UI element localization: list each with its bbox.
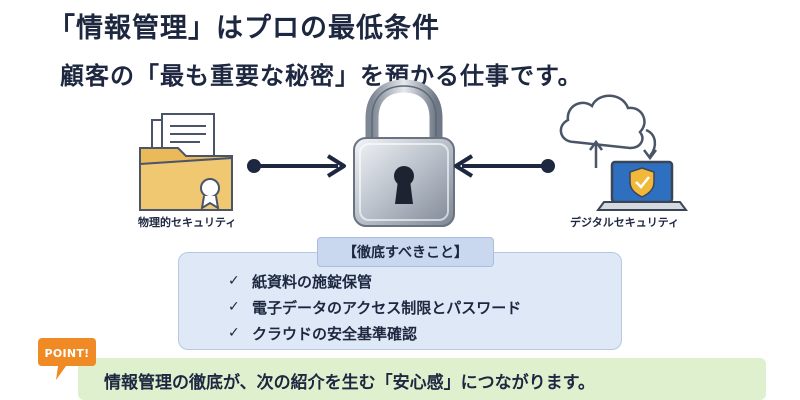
list-item-text: 紙資料の施錠保管 [252, 272, 373, 291]
point-text: 情報管理の徹底が、次の紹介を生む「安心感」につながります。 [104, 373, 595, 393]
list-item: ✓ 電子データのアクセス制限とパスワード [228, 294, 521, 320]
page-title: 「情報管理」はプロの最低条件 [48, 13, 440, 44]
check-icon: ✓ [228, 325, 240, 341]
left-arrow [247, 154, 346, 178]
point-bar [78, 358, 766, 400]
cloud-laptop-shield-icon [559, 94, 688, 211]
point-badge-label: POINT! [44, 347, 90, 360]
checklist-heading: 【徹底すべきこと】 [317, 237, 494, 267]
checklist: ✓ 紙資料の施錠保管 ✓ 電子データのアクセス制限とパスワード ✓ クラウドの安… [228, 268, 521, 346]
list-item-text: 電子データのアクセス制限とパスワード [252, 298, 522, 317]
digital-security-label: デジタルセキュリティ [570, 216, 680, 229]
page-subtitle: 顧客の「最も重要な秘密」を預かる仕事です。 [60, 62, 583, 90]
right-arrow [454, 154, 555, 178]
list-item-text: クラウドの安全基準確認 [252, 324, 418, 343]
point-badge-icon [38, 338, 96, 380]
check-icon: ✓ [228, 299, 240, 315]
list-item: ✓ 紙資料の施錠保管 [228, 268, 521, 294]
check-icon: ✓ [228, 273, 240, 289]
list-item: ✓ クラウドの安全基準確認 [228, 320, 521, 346]
physical-security-label: 物理的セキュリティ [138, 216, 237, 229]
folder-documents-icon [139, 113, 233, 211]
padlock-icon [353, 79, 455, 227]
